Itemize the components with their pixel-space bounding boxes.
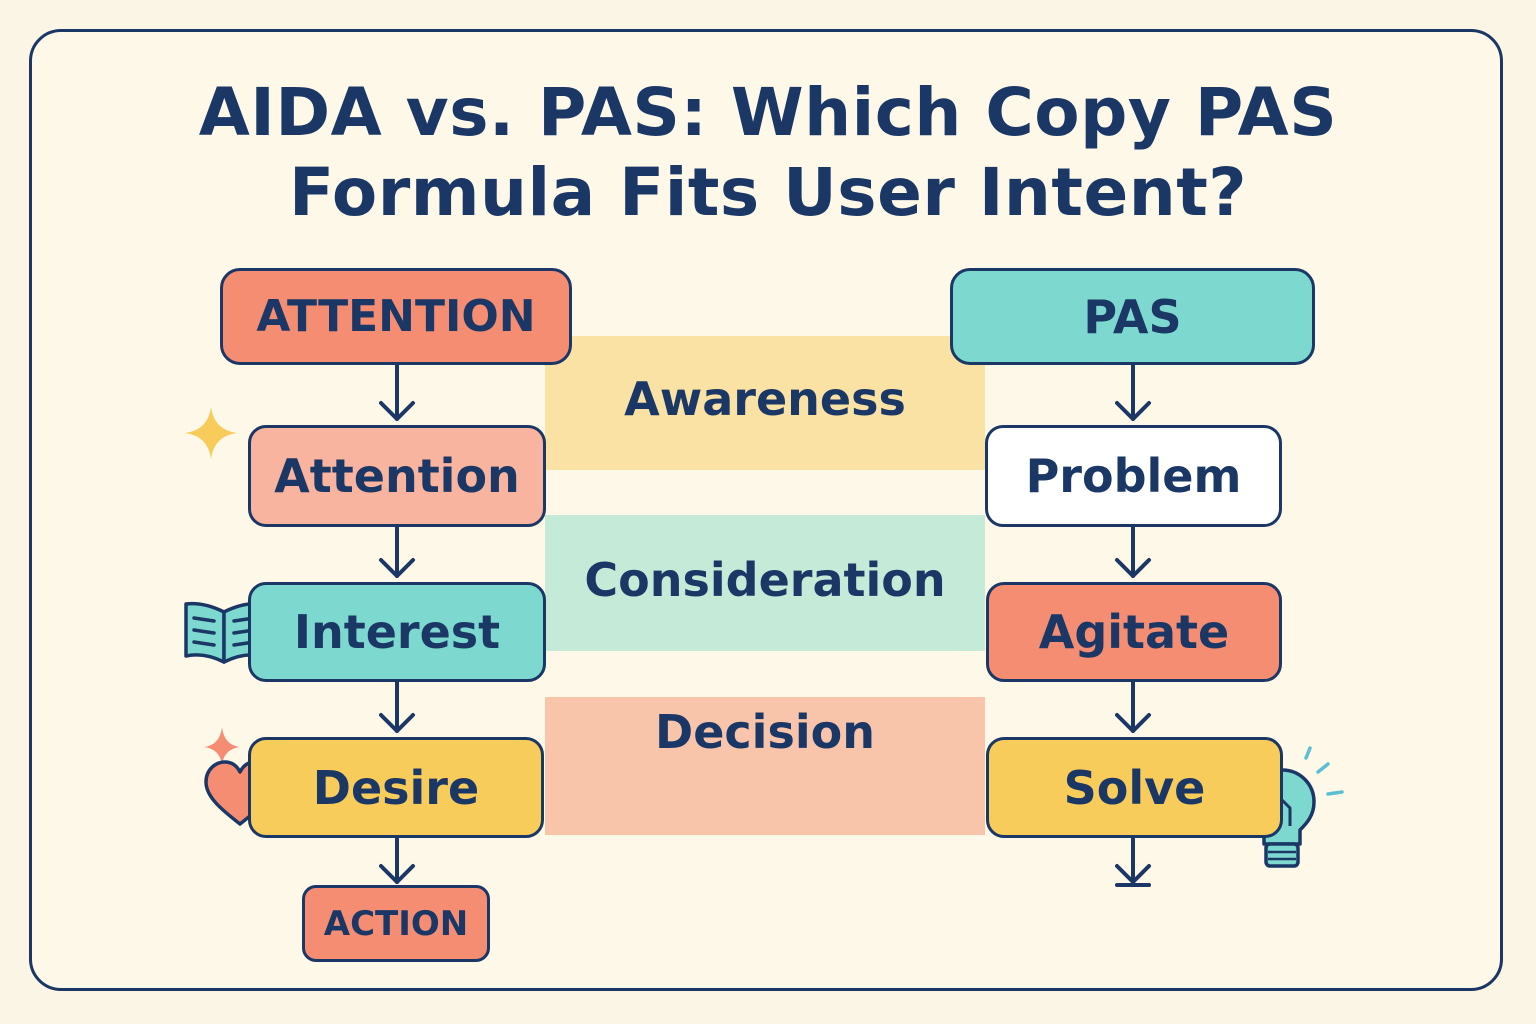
aida-arrow-1 <box>379 363 415 421</box>
aida-step-desire: Desire <box>248 737 544 838</box>
title-line-2: Formula Fits User Intent? <box>288 154 1248 231</box>
consideration-label: Consideration <box>584 553 946 607</box>
pas-step-label: Agitate <box>1038 605 1230 659</box>
aida-header-label: ATTENTION <box>256 291 536 342</box>
pas-step-solve: Solve <box>986 737 1283 838</box>
pas-arrow-2 <box>1115 525 1151 578</box>
awareness-band: Awareness <box>545 336 985 470</box>
pas-arrow-3 <box>1115 680 1151 733</box>
decision-band: Decision <box>545 697 985 835</box>
pas-arrow-1 <box>1115 363 1151 421</box>
pas-header-label: PAS <box>1083 289 1182 344</box>
pas-arrow-4 <box>1115 836 1151 887</box>
aida-step-label: Interest <box>293 605 501 659</box>
aida-step-interest: Interest <box>248 582 546 682</box>
pas-step-label: Solve <box>1063 760 1206 815</box>
aida-arrow-3 <box>379 680 415 733</box>
pas-step-problem: Problem <box>985 425 1282 527</box>
aida-arrow-2 <box>379 525 415 578</box>
aida-final-label: ACTION <box>323 903 469 944</box>
aida-header-box: ATTENTION <box>220 268 572 365</box>
aida-step-attention: Attention <box>248 425 546 527</box>
sparkle-icon <box>185 407 237 459</box>
title-line-1: AIDA vs. PAS: Which Copy PAS <box>198 74 1338 151</box>
aida-step-label: Attention <box>274 449 520 503</box>
aida-arrow-4 <box>379 836 415 884</box>
decision-label: Decision <box>655 705 875 759</box>
awareness-label: Awareness <box>624 372 906 426</box>
aida-final-box: ACTION <box>302 885 490 962</box>
pas-step-label: Problem <box>1025 449 1242 503</box>
pas-header-box: PAS <box>950 268 1315 365</box>
aida-step-label: Desire <box>312 760 480 815</box>
consideration-band: Consideration <box>545 515 985 651</box>
pas-step-agitate: Agitate <box>986 582 1282 682</box>
